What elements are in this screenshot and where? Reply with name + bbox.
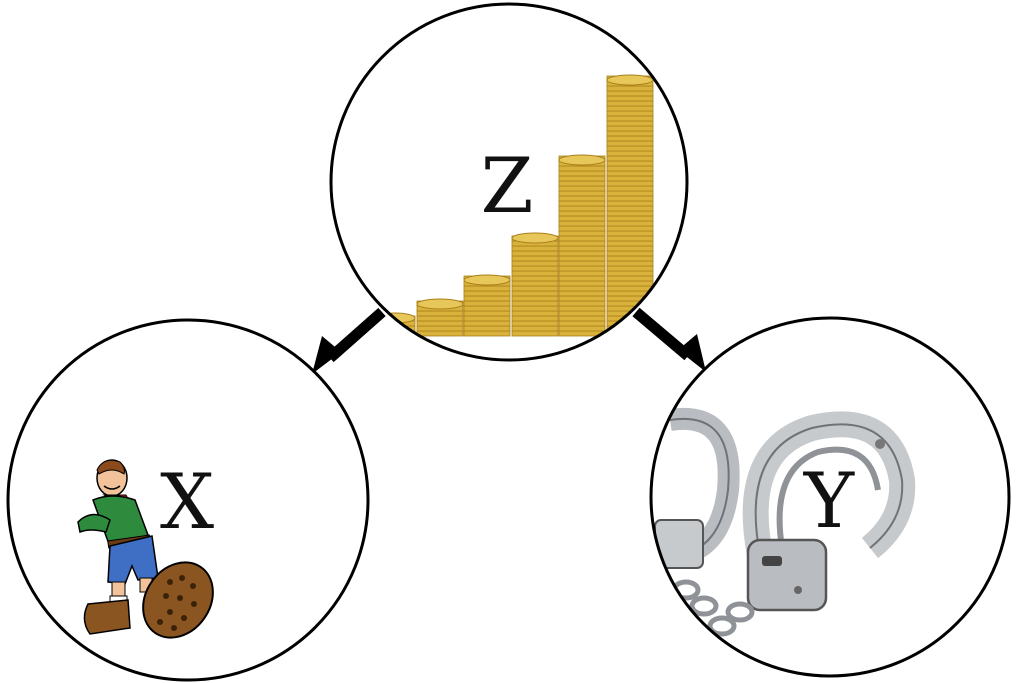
hiker-icon xyxy=(77,459,214,639)
node-x-label: X xyxy=(160,457,214,546)
arrowhead-icon xyxy=(312,336,341,374)
node-x: X xyxy=(6,318,370,682)
arrowhead-icon xyxy=(678,334,706,372)
gold-coin-stacks-icon xyxy=(374,74,654,337)
node-z: Z xyxy=(329,2,689,362)
node-y: Y xyxy=(649,316,1011,678)
edge-z-to-x xyxy=(312,307,386,374)
handcuffs-icon xyxy=(654,407,916,637)
node-z-label: Z xyxy=(481,141,534,230)
edge-z-to-y xyxy=(632,307,706,372)
node-y-label: Y xyxy=(803,456,855,545)
